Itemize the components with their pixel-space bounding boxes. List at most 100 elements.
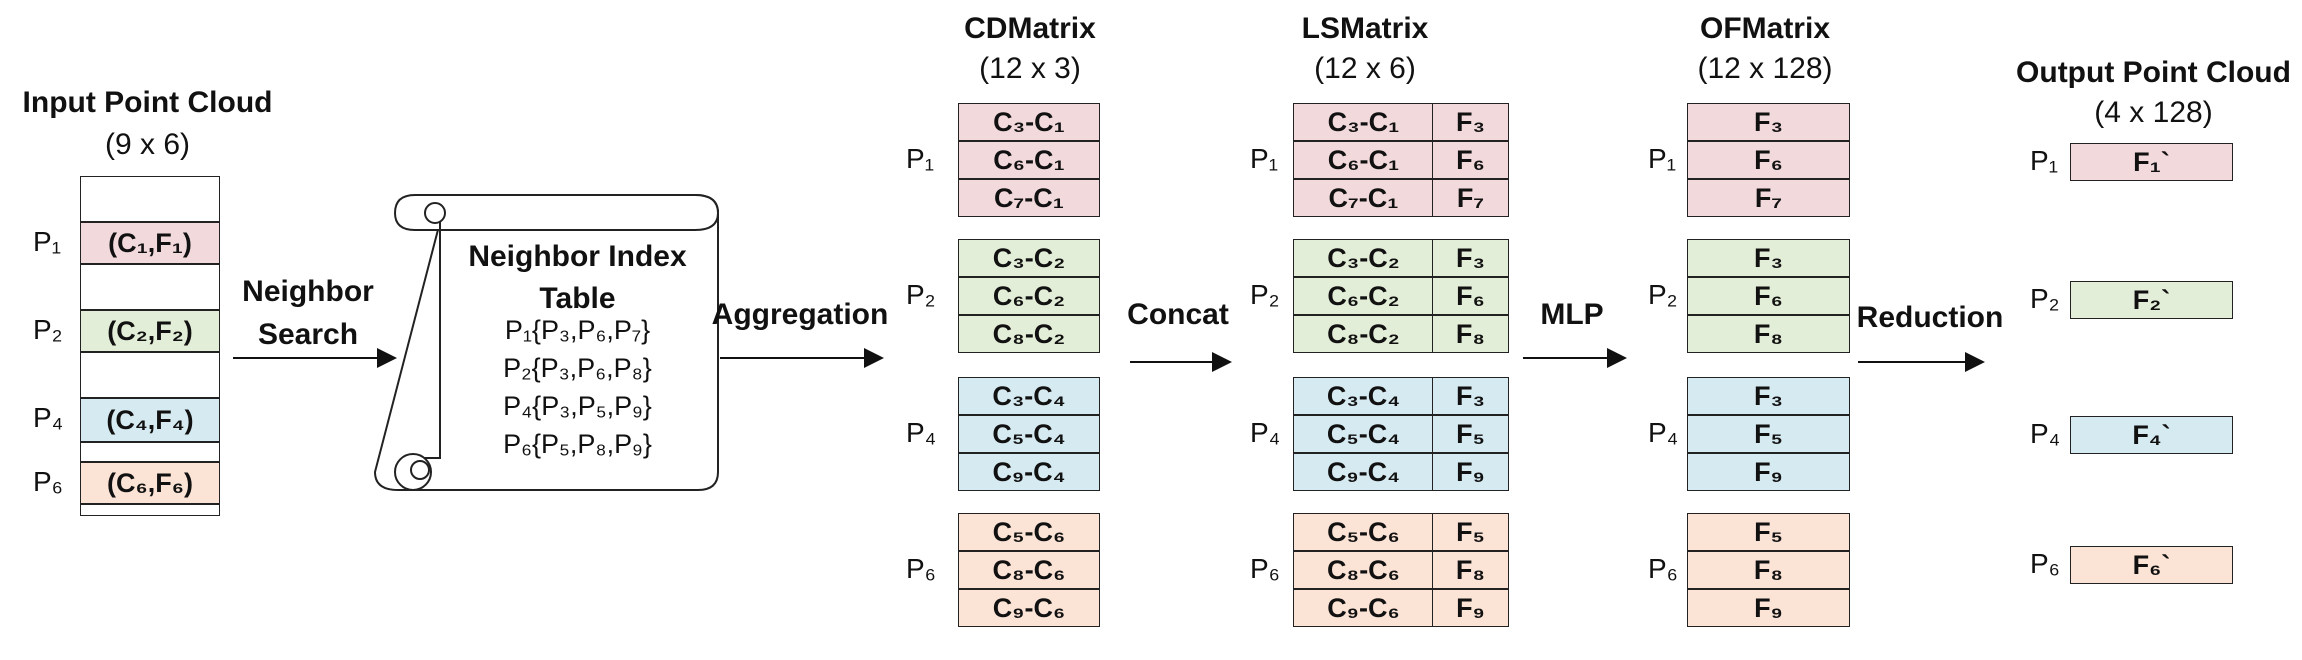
- of-cell: F₃: [1687, 239, 1850, 277]
- ls-feature-cell: F₃: [1432, 239, 1509, 277]
- input-cell: (C₁,F₁): [80, 222, 220, 264]
- input-point-label: P₆: [33, 466, 63, 497]
- cd-cell: C₆-C₁: [958, 141, 1100, 179]
- ls-cd-cell: C₆-C₁: [1293, 141, 1434, 179]
- of-cell: F₆: [1687, 277, 1850, 315]
- scroll-title-line1: Neighbor Index: [468, 240, 687, 273]
- input-empty-row: [80, 176, 220, 222]
- cd-cell: C₈-C₆: [958, 551, 1100, 589]
- output-dims: (4 x 128): [2094, 96, 2213, 129]
- cd-point-label: P₂: [906, 279, 936, 310]
- op-neighbor-search-line1: Neighbor: [242, 275, 374, 308]
- of-cell: F₃: [1687, 377, 1850, 415]
- ls-cd-cell: C₅-C₄: [1293, 415, 1434, 453]
- input-empty-row: [80, 504, 220, 516]
- cd-title: CDMatrix: [964, 12, 1096, 45]
- output-point-label: P₁: [2030, 145, 2059, 176]
- of-cell: F₈: [1687, 551, 1850, 589]
- cd-cell: C₃-C₂: [958, 239, 1100, 277]
- scroll-shape: [373, 194, 720, 491]
- output-point-label: P₂: [2030, 283, 2060, 314]
- of-cell: F₈: [1687, 315, 1850, 353]
- ls-point-label: P₄: [1250, 417, 1281, 448]
- ls-feature-cell: F₉: [1432, 453, 1509, 491]
- ls-feature-cell: F₆: [1432, 277, 1509, 315]
- output-title: Output Point Cloud: [2016, 56, 2291, 89]
- input-point-label: P₂: [33, 314, 63, 345]
- ls-cd-cell: C₈-C₆: [1293, 551, 1434, 589]
- ls-cd-cell: C₉-C₆: [1293, 589, 1434, 627]
- input-point-label: P₄: [33, 402, 64, 433]
- ls-feature-cell: F₅: [1432, 513, 1509, 551]
- output-point-label: P₄: [2030, 418, 2061, 449]
- of-point-label: P₂: [1648, 279, 1678, 310]
- input-empty-row: [80, 264, 220, 310]
- of-cell: F₅: [1687, 415, 1850, 453]
- ls-cd-cell: C₆-C₂: [1293, 277, 1434, 315]
- output-cell: F₂`: [2070, 281, 2233, 319]
- cd-point-label: P₆: [906, 553, 936, 584]
- op-neighbor-search-line2: Search: [257, 318, 359, 351]
- input-dims: (9 x 6): [104, 128, 191, 161]
- output-cell: F₄`: [2070, 416, 2233, 454]
- cd-point-label: P₄: [906, 417, 937, 448]
- of-cell: F₅: [1687, 513, 1850, 551]
- output-cell: F₁`: [2070, 143, 2233, 181]
- ls-feature-cell: F₅: [1432, 415, 1509, 453]
- scroll-entry: P₄{P₃,P₅,P₉}: [503, 391, 652, 421]
- cd-cell: C₇-C₁: [958, 179, 1100, 217]
- output-cell: F₆`: [2070, 546, 2233, 584]
- ls-cd-cell: C₉-C₄: [1293, 453, 1434, 491]
- ls-point-label: P₁: [1250, 143, 1279, 174]
- input-point-label: P₁: [33, 226, 62, 257]
- cd-cell: C₉-C₄: [958, 453, 1100, 491]
- ls-feature-cell: F₈: [1432, 315, 1509, 353]
- cd-cell: C₃-C₄: [958, 377, 1100, 415]
- ls-cd-cell: C₃-C₂: [1293, 239, 1434, 277]
- ls-point-label: P₂: [1250, 279, 1280, 310]
- ls-cd-cell: C₃-C₄: [1293, 377, 1434, 415]
- ls-feature-cell: F₃: [1432, 377, 1509, 415]
- ls-feature-cell: F₉: [1432, 589, 1509, 627]
- op-reduction: Reduction: [1856, 301, 2004, 334]
- ls-cd-cell: C₈-C₂: [1293, 315, 1434, 353]
- cd-cell: C₅-C₄: [958, 415, 1100, 453]
- ls-point-label: P₆: [1250, 553, 1280, 584]
- cd-cell: C₈-C₂: [958, 315, 1100, 353]
- of-cell: F₇: [1687, 179, 1850, 217]
- ls-title: LSMatrix: [1301, 12, 1429, 45]
- scroll-entry: P₁{P₃,P₆,P₇}: [504, 315, 651, 345]
- of-point-label: P₄: [1648, 417, 1679, 448]
- of-point-label: P₆: [1648, 553, 1678, 584]
- of-cell: F₉: [1687, 589, 1850, 627]
- output-point-label: P₆: [2030, 548, 2060, 579]
- of-cell: F₉: [1687, 453, 1850, 491]
- cd-cell: C₅-C₆: [958, 513, 1100, 551]
- input-title: Input Point Cloud: [22, 86, 273, 119]
- of-dims: (12 x 128): [1697, 52, 1833, 85]
- cd-cell: C₆-C₂: [958, 277, 1100, 315]
- input-cell: (C₆,F₆): [80, 462, 220, 504]
- ls-feature-cell: F₆: [1432, 141, 1509, 179]
- of-point-label: P₁: [1648, 143, 1677, 174]
- ls-feature-cell: F₇: [1432, 179, 1509, 217]
- of-cell: F₆: [1687, 141, 1850, 179]
- op-mlp: MLP: [1540, 298, 1604, 331]
- ls-cd-cell: C₇-C₁: [1293, 179, 1434, 217]
- input-empty-row: [80, 442, 220, 462]
- ls-feature-cell: F₈: [1432, 551, 1509, 589]
- input-empty-row: [80, 352, 220, 398]
- input-cell: (C₄,F₄): [80, 398, 220, 442]
- ls-dims: (12 x 6): [1314, 52, 1416, 85]
- op-concat: Concat: [1127, 298, 1229, 331]
- scroll-entry: P₆{P₅,P₈,P₉}: [503, 429, 652, 459]
- cd-cell: C₃-C₁: [958, 103, 1100, 141]
- input-cell: (C₂,F₂): [80, 310, 220, 352]
- of-cell: F₃: [1687, 103, 1850, 141]
- cd-dims: (12 x 3): [979, 52, 1081, 85]
- ls-cd-cell: C₅-C₆: [1293, 513, 1434, 551]
- ls-feature-cell: F₃: [1432, 103, 1509, 141]
- scroll-entry: P₂{P₃,P₆,P₈}: [503, 353, 652, 383]
